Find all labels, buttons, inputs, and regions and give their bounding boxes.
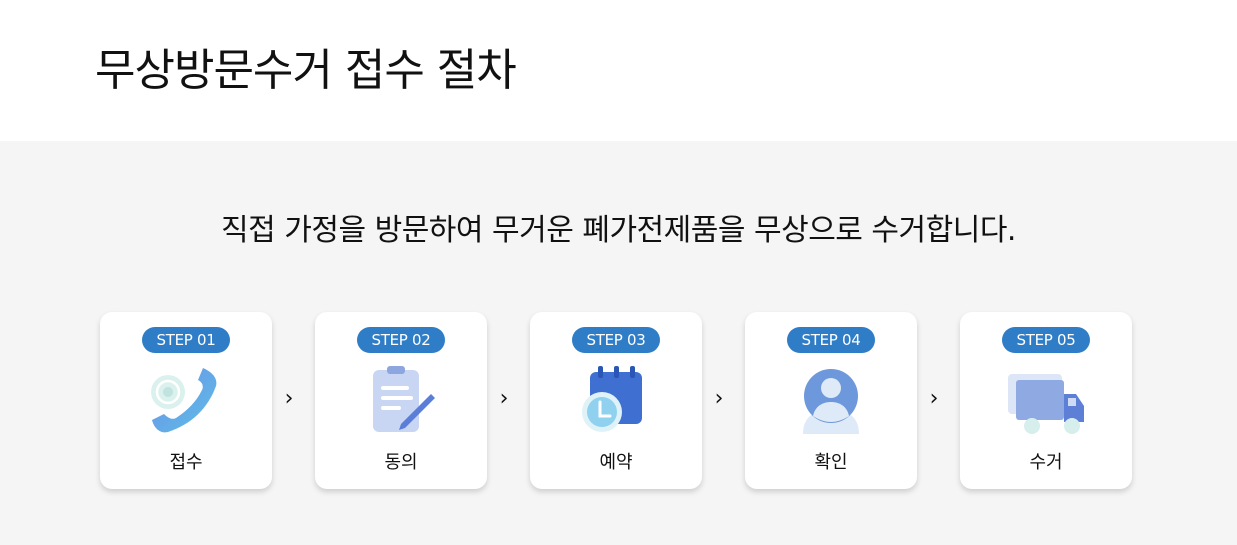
chevron-right-icon: › [929, 386, 939, 411]
step-label: 동의 [384, 452, 418, 473]
step-card-05: STEP 05 수거 [960, 312, 1132, 489]
step-badge: STEP 04 [787, 327, 875, 353]
step-card-04: STEP 04 확인 [745, 312, 917, 489]
step-label: 수거 [1029, 452, 1063, 473]
procedure-section: 직접 가정을 방문하여 무거운 폐가전제품을 무상으로 수거합니다. STEP … [0, 141, 1237, 545]
chevron-right-icon: › [499, 386, 509, 411]
calendar-clock-icon [576, 364, 656, 438]
step-badge: STEP 05 [1002, 327, 1090, 353]
header: 무상방문수거 접수 절차 [0, 0, 1237, 141]
step-card-02: STEP 02 동의 [315, 312, 487, 489]
step-label: 확인 [814, 452, 848, 473]
clipboard-pen-icon [361, 364, 441, 438]
step-badge: STEP 01 [142, 327, 230, 353]
step-label: 접수 [169, 452, 203, 473]
step-badge: STEP 02 [357, 327, 445, 353]
phone-icon [146, 364, 226, 438]
lead-text: 직접 가정을 방문하여 무거운 폐가전제품을 무상으로 수거합니다. [221, 213, 1016, 248]
step-label: 예약 [599, 452, 633, 473]
page-title: 무상방문수거 접수 절차 [95, 45, 517, 96]
user-icon [791, 364, 871, 438]
step-card-03: STEP 03 예약 [530, 312, 702, 489]
step-card-01: STEP 01 접수 [100, 312, 272, 489]
chevron-right-icon: › [284, 386, 294, 411]
truck-icon [1006, 364, 1086, 438]
chevron-right-icon: › [714, 386, 724, 411]
step-badge: STEP 03 [572, 327, 660, 353]
